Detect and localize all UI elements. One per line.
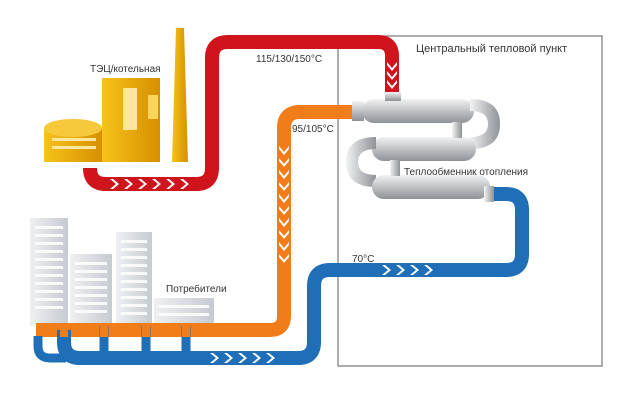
plant-icon [44,28,188,162]
secondary-supply-pipe [36,105,360,337]
consumers-label: Потребители [166,283,227,295]
heat-exchanger-icon [346,92,500,202]
supply-pipe [83,35,399,191]
consumer-buildings-icon [30,218,214,326]
secondary-flow-arrows [279,146,289,263]
return-flow-arrows [210,265,433,363]
return-temp-label: 70°C [352,254,374,265]
supply-flow-arrows [110,62,397,189]
heat-point-frame [337,35,603,367]
supply-branches [60,323,190,337]
exchanger-label: Теплообменник отопления [404,166,528,178]
supply-temp-label: 115/130/150°C [256,54,322,65]
station-label: ТЭЦ/котельная [90,64,161,75]
return-pipe [57,187,529,365]
heat-point-label: Центральный тепловой пункт [416,43,567,55]
secondary-temp-label: 95/105°C [292,124,334,135]
